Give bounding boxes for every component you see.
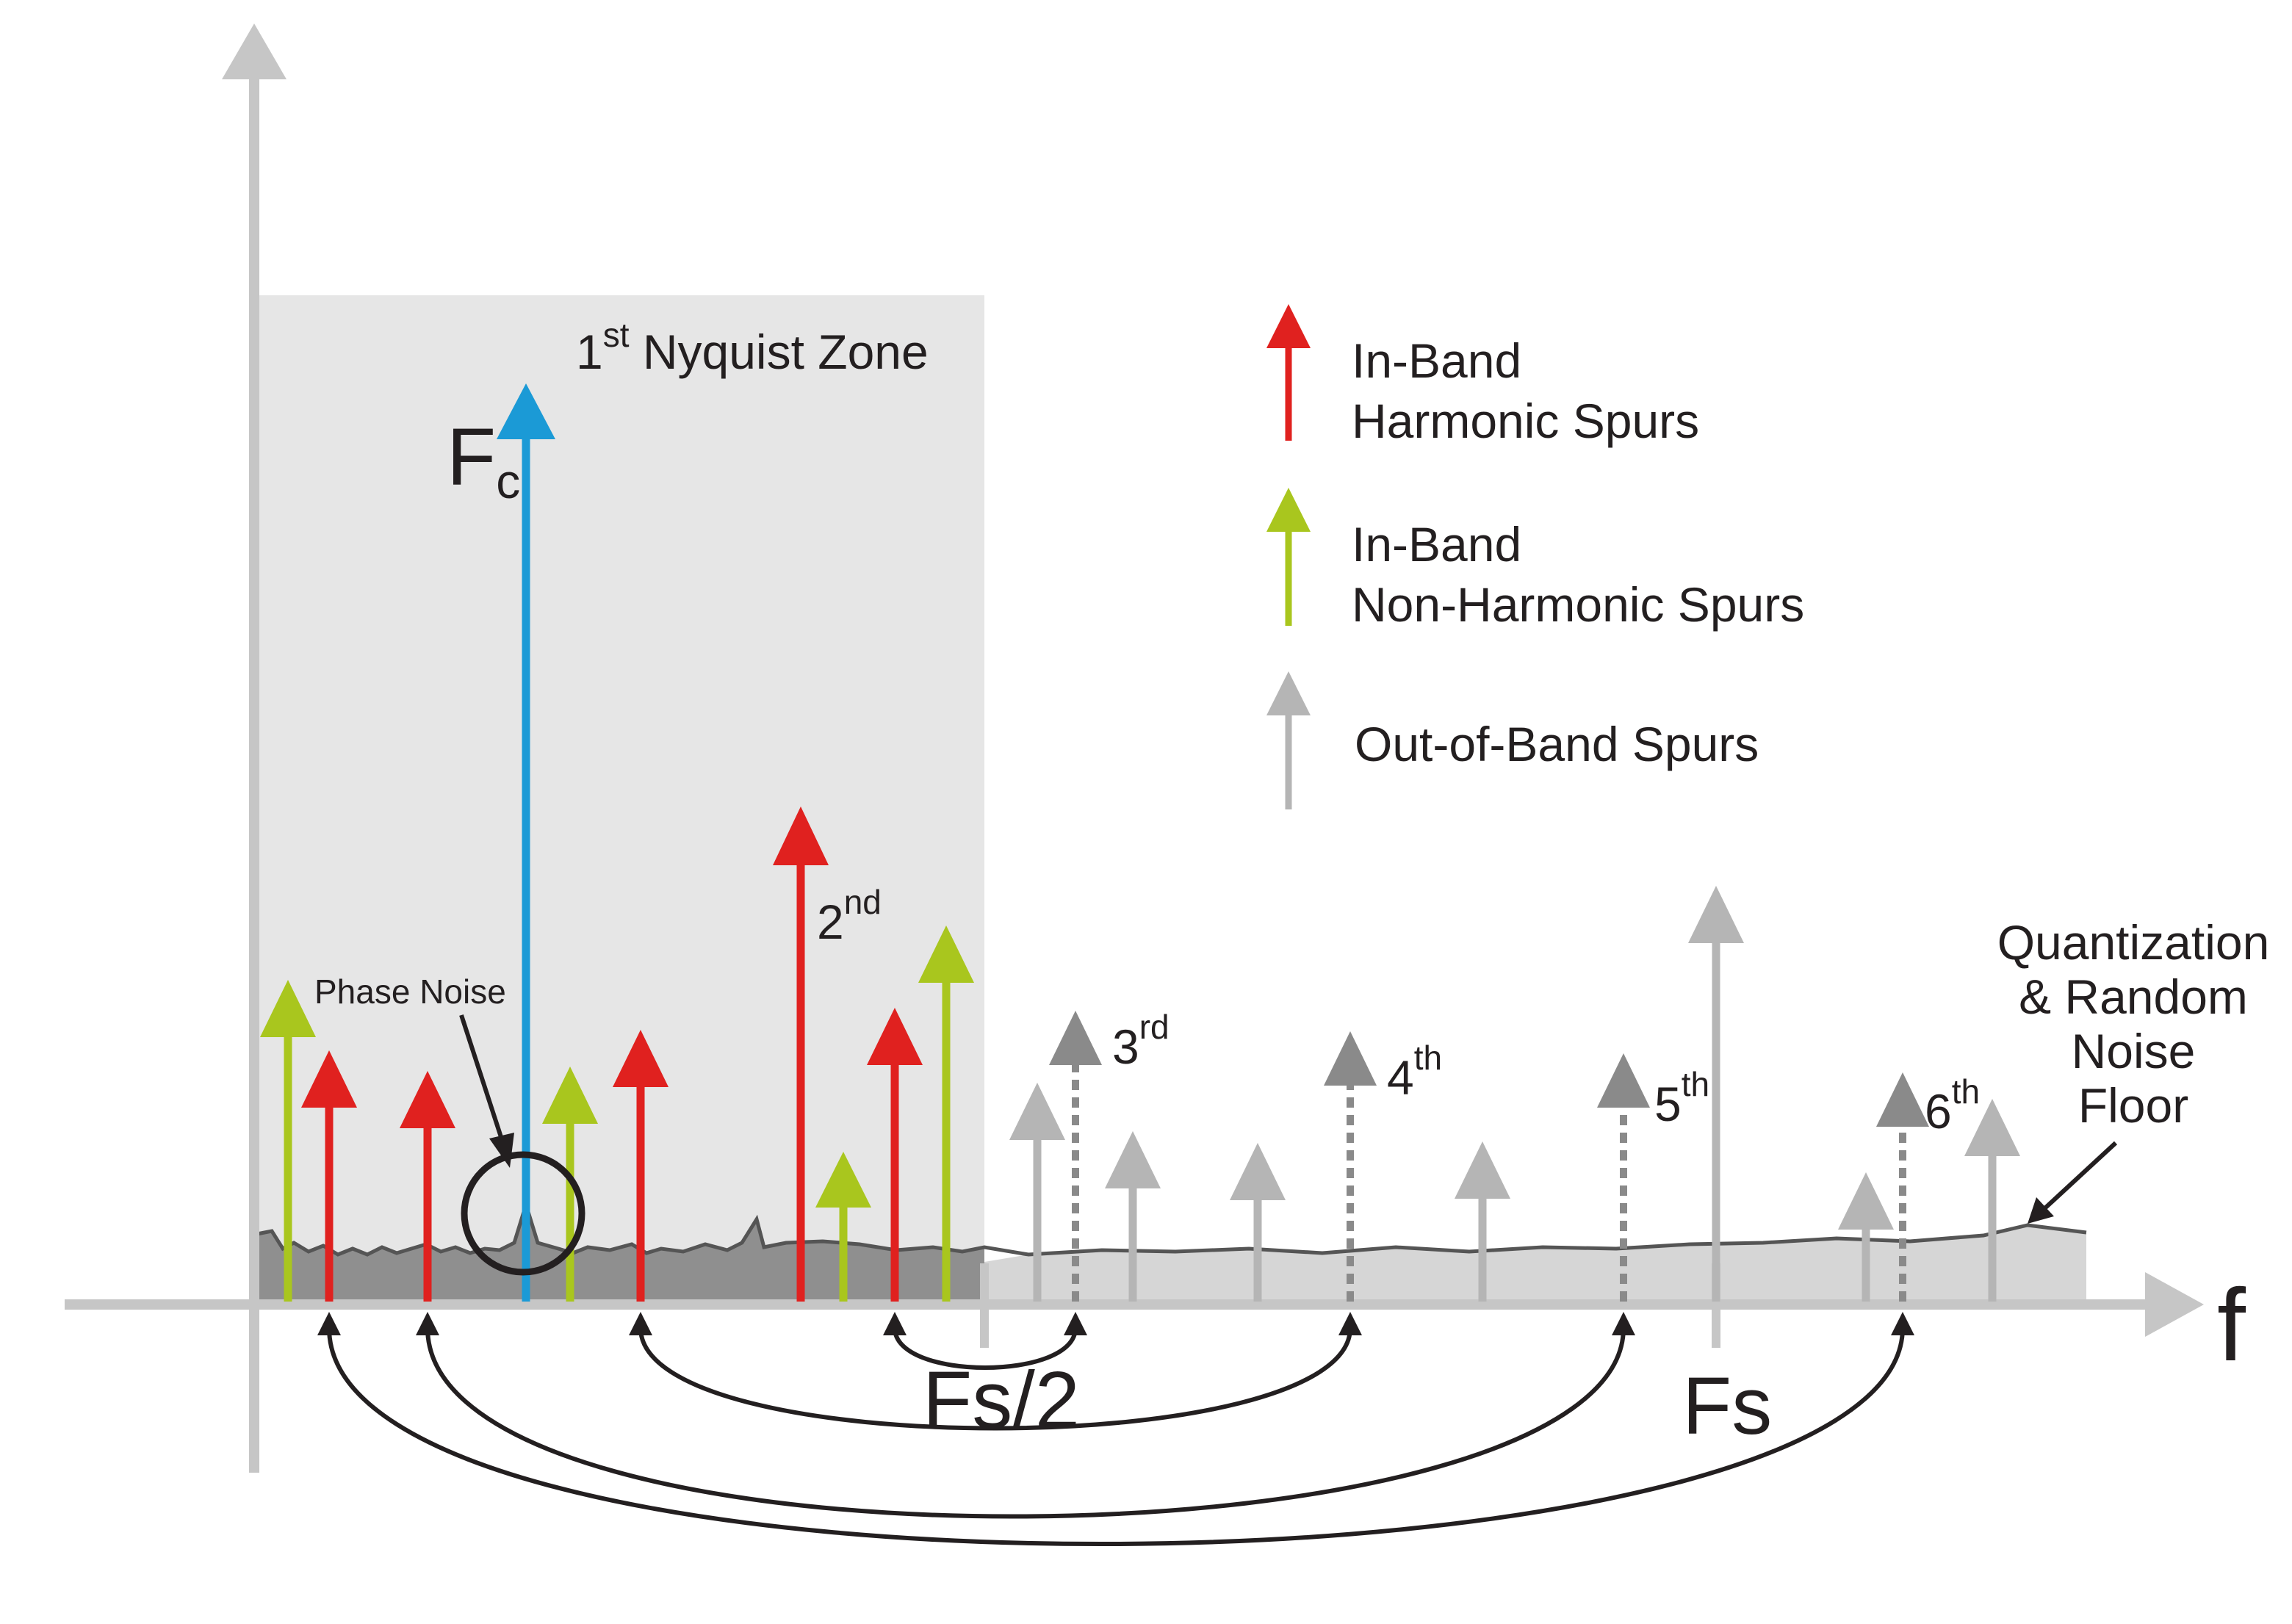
non-harmonic-spur-head xyxy=(260,980,316,1037)
aliased-5th-harmonic-head xyxy=(1597,1053,1650,1108)
noise-floor-pointer xyxy=(2037,1141,2118,1216)
red-arrow-icon-head xyxy=(1266,304,1311,348)
harmonic-spur-head xyxy=(867,1008,923,1065)
alias-curve-to-6th xyxy=(327,1327,1905,1547)
svg-text:Noise: Noise xyxy=(2072,1024,2196,1078)
svg-text:Floor: Floor xyxy=(2078,1078,2188,1133)
legend-harmonic-line2: Harmonic Spurs xyxy=(1352,394,1699,448)
phase-noise-pointer-head xyxy=(489,1133,514,1168)
nyquist-zone-label: 1st Nyquist Zone xyxy=(576,316,929,379)
alias-curve-2nd-to-3rd xyxy=(893,1327,1078,1370)
out-of-band-spur-head xyxy=(1009,1083,1065,1140)
legend-out-of-band-line1: Out-of-Band Spurs xyxy=(1355,717,1759,771)
gray-arrow-icon-head xyxy=(1266,671,1311,715)
green-arrow-icon-head xyxy=(1266,488,1311,532)
phase-noise-circle xyxy=(461,1151,585,1276)
noise-floor-line xyxy=(256,1198,2087,1257)
f-axis-label: f xyxy=(2217,1267,2246,1382)
first-nyquist-zone xyxy=(257,295,984,1302)
aliased-4th-harmonic-head xyxy=(1324,1031,1377,1086)
legend: In-Band Harmonic Spurs In-Band Non-Harmo… xyxy=(1266,304,1804,809)
harmonic-4th-label: 4th xyxy=(1387,1039,1442,1105)
non-harmonic-spur-head xyxy=(918,925,974,983)
out-of-band-spur-head xyxy=(1964,1099,2020,1156)
alias-curve-arrowheads xyxy=(317,1197,2054,1335)
legend-harmonic-line1: In-Band xyxy=(1352,333,1521,388)
harmonic-spur-head xyxy=(301,1050,357,1108)
out-of-band-spur-head xyxy=(1105,1131,1161,1188)
legend-non-harmonic-line2: Non-Harmonic Spurs xyxy=(1352,577,1804,632)
legend-item-non-harmonic: In-Band Non-Harmonic Spurs xyxy=(1266,488,1804,632)
noise-floor-out-of-band xyxy=(984,1225,2086,1302)
out-of-band-spur-fs-head xyxy=(1688,886,1744,943)
harmonic-3rd-label: 3rd xyxy=(1112,1008,1170,1074)
fs-label: Fs xyxy=(1682,1361,1772,1451)
non-harmonic-spur-head xyxy=(542,1067,598,1124)
legend-non-harmonic-line1: In-Band xyxy=(1352,517,1521,571)
alias-curves xyxy=(327,1141,2118,1547)
harmonic-spur-head xyxy=(613,1030,668,1087)
phase-noise-pointer xyxy=(459,1014,503,1138)
fs-half-label: Fs/2 xyxy=(923,1355,1080,1446)
phase-noise-label: Phase Noise xyxy=(314,972,506,1011)
svg-text:Quantization: Quantization xyxy=(1997,915,2270,970)
legend-item-out-of-band: Out-of-Band Spurs xyxy=(1266,671,1759,809)
x-axis-arrowhead xyxy=(2145,1272,2204,1337)
spur-arrows xyxy=(260,383,2020,1302)
aliased-6th-harmonic-head xyxy=(1876,1072,1929,1127)
y-axis-arrowhead xyxy=(222,24,286,79)
noise-floor-label: Quantization & Random Noise Floor xyxy=(1997,915,2270,1133)
aliased-3rd-harmonic-head xyxy=(1049,1011,1102,1065)
non-harmonic-spur-head xyxy=(815,1152,871,1208)
alias-curve-to-4th xyxy=(638,1327,1352,1431)
harmonic-spur-2nd-head xyxy=(773,806,829,865)
alias-curve-to-5th xyxy=(425,1327,1626,1519)
out-of-band-spur-head xyxy=(1838,1172,1894,1230)
carrier-label: Fc xyxy=(447,412,520,508)
out-of-band-spur-head xyxy=(1230,1143,1286,1200)
harmonic-2nd-label: 2nd xyxy=(817,883,882,949)
svg-text:& Random: & Random xyxy=(2019,970,2248,1024)
harmonic-spur-head xyxy=(400,1071,455,1128)
harmonic-6th-label: 6th xyxy=(1925,1072,1980,1138)
carrier-arrowhead xyxy=(497,383,555,439)
out-of-band-spur-head xyxy=(1455,1141,1510,1199)
harmonic-5th-label: 5th xyxy=(1654,1065,1709,1131)
legend-item-harmonic: In-Band Harmonic Spurs xyxy=(1266,304,1699,448)
